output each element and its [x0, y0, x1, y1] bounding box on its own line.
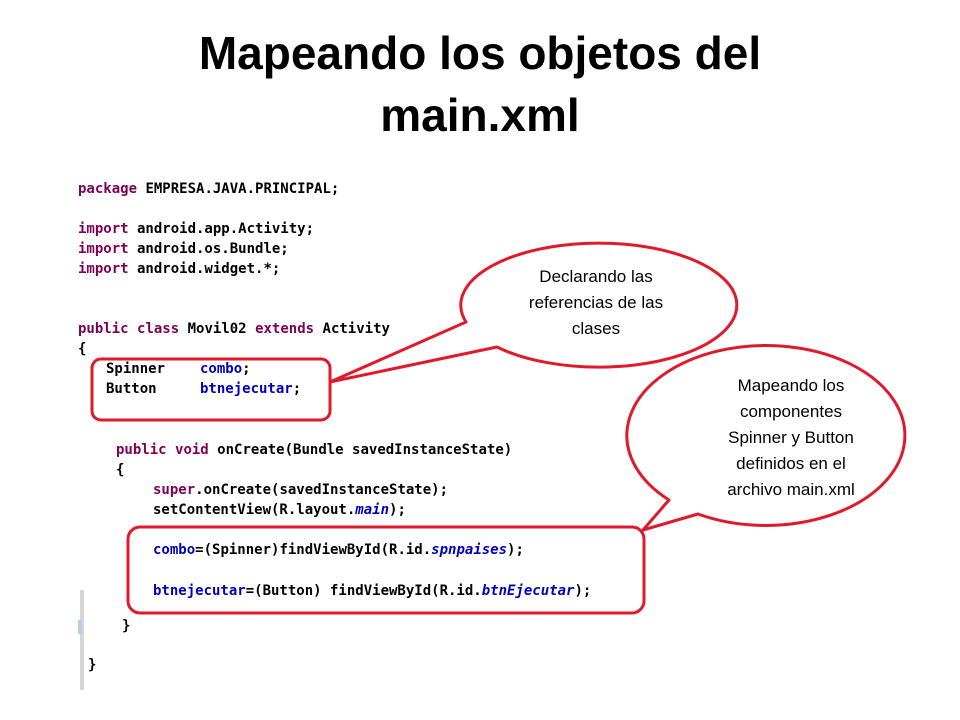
code-line-import-1: import android.app.Activity; — [78, 221, 315, 237]
code-line-import-3: import android.widget.*; — [78, 261, 281, 277]
code-line-method-close-brace: } — [122, 618, 131, 634]
code-line-class-open-brace: { — [78, 341, 87, 357]
code-line-class-declaration: public class Movil02 extends Activity — [78, 321, 390, 337]
editor-gutter-marker — [78, 620, 82, 634]
callout-mapping-line-1: Mapeando los — [737, 376, 845, 395]
code-line-method-declaration: public void onCreate(Bundle savedInstanc… — [116, 442, 513, 458]
callout-mapping-line-4: definidos en el — [736, 454, 846, 473]
slide-title: Mapeando los objetos del main.xml — [0, 22, 960, 146]
callout-declaring-line-1: Declarando las — [539, 267, 653, 286]
code-line-class-close-brace: } — [88, 657, 97, 673]
callout-declaring-line-2: referencias de las — [528, 293, 664, 312]
callout-mapping-line-3: Spinner y Button — [728, 428, 854, 447]
callout-mapping-line-5: archivo main.xml — [727, 480, 855, 499]
slide-title-line-1: Mapeando los objetos del — [198, 27, 762, 79]
editor-gutter-line — [80, 590, 84, 690]
code-line-package: package EMPRESA.JAVA.PRINCIPAL; — [78, 181, 340, 197]
callout-mapping-line-2: componentes — [739, 402, 843, 421]
code-line-super-call: super.onCreate(savedInstanceState); — [153, 482, 449, 498]
callout-text-mapping: Mapeando los componentes Spinner y Butto… — [686, 373, 896, 503]
code-line-method-open-brace: { — [116, 462, 125, 478]
code-line-set-content-view: setContentView(R.layout.main); — [153, 502, 406, 518]
code-line-find-button: btnejecutar=(Button) findViewById(R.id.b… — [153, 583, 592, 599]
slide-title-line-2: main.xml — [380, 89, 580, 141]
code-line-import-2: import android.os.Bundle; — [78, 241, 289, 257]
code-line-find-spinner: combo=(Spinner)findViewById(R.id.spnpais… — [153, 542, 524, 558]
callout-declaring-line-3: clases — [571, 319, 621, 338]
callout-text-declaring: Declarando las referencias de las clases — [490, 264, 702, 342]
